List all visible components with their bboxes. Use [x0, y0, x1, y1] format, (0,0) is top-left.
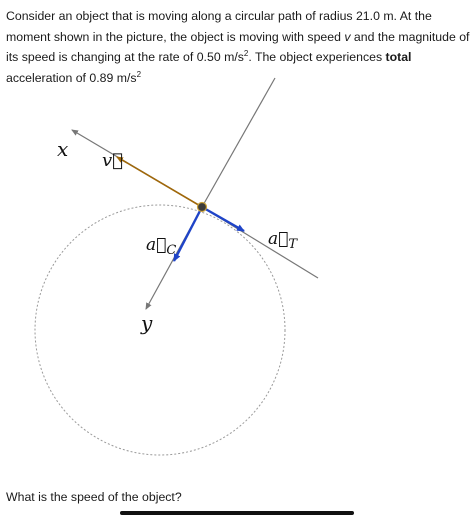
velocity-vector [116, 156, 203, 208]
circular-path [34, 204, 286, 456]
emphasized-word: total [385, 50, 412, 64]
exponent: 2 [243, 49, 249, 58]
centripetal-acceleration-label: a⃗C [146, 235, 176, 258]
problem-text-part: . The object experiences [248, 50, 386, 64]
scroll-indicator[interactable] [120, 511, 354, 515]
tangential-acceleration-label: a⃗T [268, 229, 298, 252]
moving-object [196, 201, 208, 213]
velocity-label: v⃗ [102, 150, 123, 171]
speed-variable: v [344, 29, 351, 44]
y-axis-label: y [140, 311, 153, 335]
tangential-acceleration-vector [201, 205, 245, 233]
problem-statement: Consider an object that is moving along … [6, 6, 470, 88]
problem-text-part: Consider an object that is moving along … [6, 9, 432, 44]
x-axis-label: x [57, 137, 68, 161]
problem-text-part: acceleration of 0.89 m/s [6, 70, 137, 85]
radial-line [201, 77, 276, 208]
question-text: What is the speed of the object? [6, 490, 182, 504]
problem-text-part: and the magnitude of its speed is changi… [6, 29, 470, 65]
centripetal-acceleration-vector [172, 206, 204, 262]
exponent: 2 [136, 69, 142, 79]
